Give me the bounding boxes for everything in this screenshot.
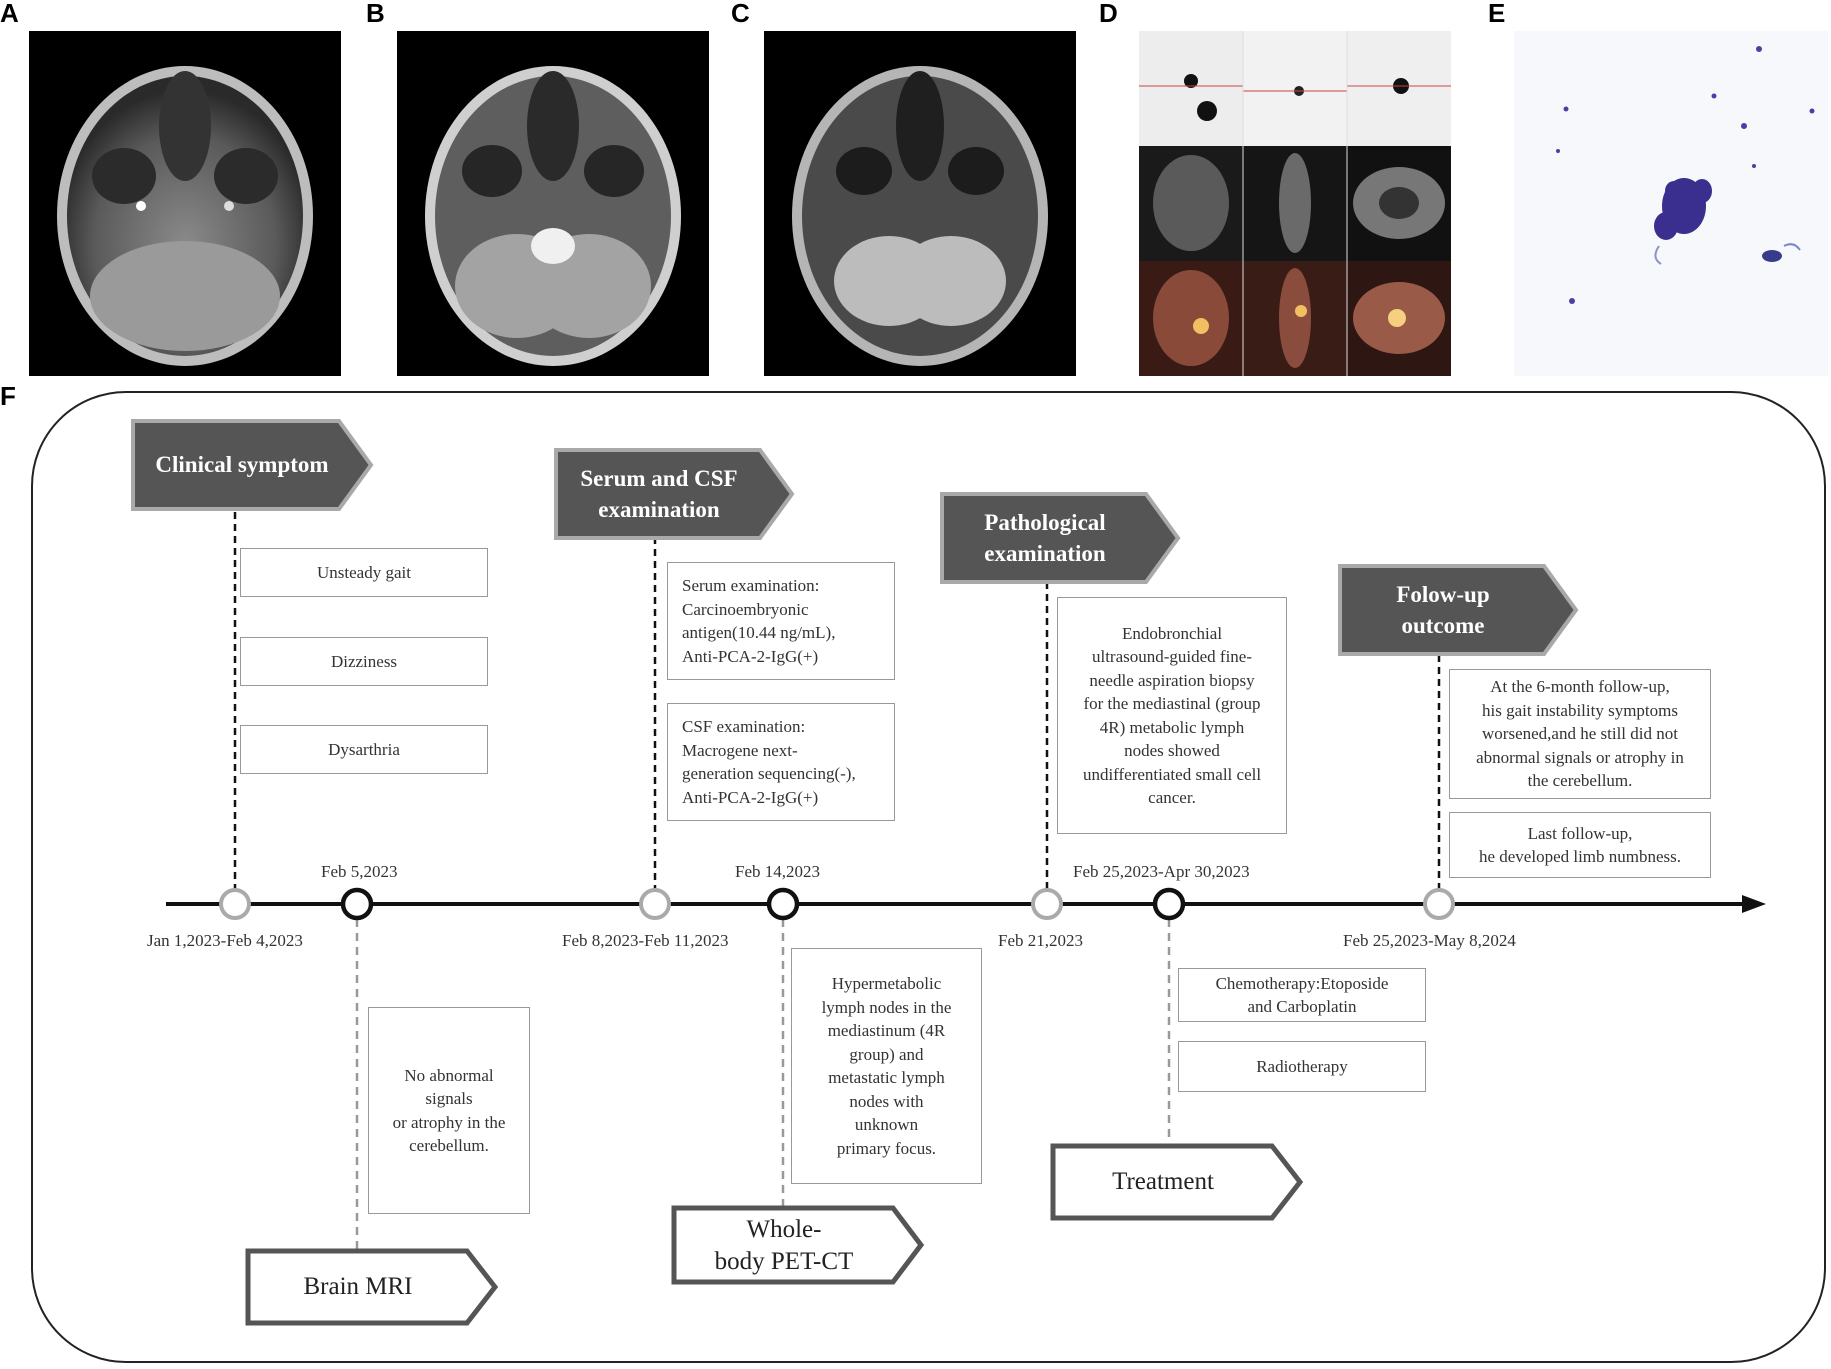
serum-line: Anti-PCA-2-IgG(+)	[682, 646, 819, 666]
date-pet-ct: Feb 14,2023	[735, 862, 820, 881]
banner-pathological-line2: examination	[984, 541, 1106, 566]
mri-result-box: No abnormal signals or atrophy in the ce…	[368, 1007, 530, 1214]
symptom-text: Dysarthria	[328, 739, 400, 759]
chemo-line: and Carboplatin	[1247, 997, 1357, 1016]
pet-line: nodes with	[849, 1091, 924, 1111]
serum-box: Serum examination: Carcinoembryonic anti…	[667, 562, 895, 680]
node-followup	[1423, 888, 1455, 920]
symptom-box-unsteady-gait: Unsteady gait	[240, 548, 488, 597]
panel-letter-d: D	[1099, 0, 1118, 28]
date-pathology: Feb 21,2023	[998, 931, 1083, 950]
followup-box-6month: At the 6-month follow-up, his gait insta…	[1449, 669, 1711, 799]
cytology-image	[1514, 31, 1828, 376]
banner-treatment: Treatment	[1050, 1143, 1304, 1221]
pet-line: metastatic lymph	[828, 1068, 945, 1087]
pathology-line: 4R) metabolic lymph	[1099, 717, 1245, 737]
serum-line: Carcinoembryonic	[682, 599, 809, 619]
csf-line: generation sequencing(-),	[682, 764, 856, 783]
mri-t2-image	[397, 31, 709, 376]
date-serum-csf: Feb 8,2023-Feb 11,2023	[562, 931, 729, 950]
panel-letter-f: F	[0, 381, 16, 411]
node-serum-csf	[639, 888, 671, 920]
followup-line: worsened,and he still did not	[1482, 724, 1678, 744]
date-followup: Feb 25,2023-May 8,2024	[1343, 931, 1516, 950]
radiotherapy-text: Radiotherapy	[1256, 1056, 1348, 1076]
timeline-frame	[31, 391, 1826, 1363]
followup-line: abnormal signals or atrophy in	[1476, 747, 1684, 767]
banner-pathological: Pathological examination	[940, 492, 1182, 584]
mri-line: No abnormal	[404, 1065, 494, 1085]
csf-line: Anti-PCA-2-IgG(+)	[682, 787, 819, 807]
symptom-text: Dizziness	[330, 651, 398, 671]
pathology-line: for the mediastinal (group	[1083, 694, 1261, 713]
pathology-line: needle aspiration biopsy	[1089, 670, 1255, 690]
banner-brain-mri-text: Brain MRI	[303, 1273, 413, 1300]
pet-line: mediastinum (4R	[827, 1021, 946, 1040]
pet-line: group) and	[849, 1044, 924, 1064]
pet-line: Hypermetabolic	[831, 974, 942, 993]
pathology-line: Endobronchial	[1121, 623, 1223, 643]
banner-pet-ct-line2: body PET-CT	[714, 1248, 854, 1275]
serum-line: antigen(10.44 ng/mL),	[682, 623, 836, 642]
node-pathology	[1031, 888, 1063, 920]
banner-followup: Folow-up outcome	[1338, 564, 1580, 656]
timeline-arrowhead	[1742, 895, 1766, 913]
chemotherapy-box: Chemotherapy:Etoposide and Carboplatin	[1178, 968, 1426, 1022]
radiotherapy-box: Radiotherapy	[1178, 1041, 1426, 1092]
csf-line: CSF examination:	[682, 717, 806, 736]
followup-line: his gait instability symptoms	[1482, 700, 1678, 720]
csf-line: Macrogene next-	[682, 740, 798, 760]
serum-line: Serum examination:	[682, 576, 820, 595]
pathology-line: cancer.	[1148, 788, 1196, 807]
mri-t1-image	[29, 31, 341, 376]
panel-letter-a: A	[0, 0, 19, 28]
mri-line: cerebellum.	[409, 1136, 489, 1155]
banner-serum-csf-line1: Serum and CSF	[580, 466, 738, 491]
node-pet-ct	[766, 887, 800, 921]
node-symptom	[219, 888, 251, 920]
mri-line: or atrophy in the	[392, 1112, 506, 1132]
banner-followup-line2: outcome	[1401, 613, 1485, 638]
banner-brain-mri: Brain MRI	[245, 1248, 499, 1326]
banner-treatment-text: Treatment	[1112, 1168, 1214, 1195]
pet-line: primary focus.	[836, 1138, 937, 1158]
pathology-line: ultrasound-guided fine-	[1091, 647, 1253, 666]
banner-followup-line1: Folow-up	[1396, 582, 1490, 607]
panel-letter-b: B	[366, 0, 385, 28]
mri-line: signals	[425, 1089, 473, 1108]
symptom-box-dysarthria: Dysarthria	[240, 725, 488, 774]
node-mri	[340, 887, 374, 921]
pathology-box: Endobronchial ultrasound-guided fine- ne…	[1057, 597, 1287, 834]
panel-letter-e: E	[1488, 0, 1506, 28]
date-symptom: Jan 1,2023-Feb 4,2023	[147, 931, 303, 950]
followup-line: he developed limb numbness.	[1478, 847, 1682, 866]
followup-box-last: Last follow-up, he developed limb numbne…	[1449, 812, 1711, 878]
pet-line: lymph nodes in the	[821, 997, 952, 1017]
pet-ct-image	[1139, 31, 1451, 376]
followup-line: At the 6-month follow-up,	[1490, 677, 1670, 697]
pathology-line: undifferentiated small cell	[1082, 764, 1262, 784]
banner-pet-ct: Whole- body PET-CT	[671, 1205, 925, 1285]
pet-line: unknown	[854, 1115, 919, 1134]
csf-box: CSF examination: Macrogene next- generat…	[667, 703, 895, 821]
banner-clinical-symptom: Clinical symptom	[131, 419, 375, 511]
banner-serum-csf: Serum and CSF examination	[554, 448, 796, 540]
date-treatment: Feb 25,2023-Apr 30,2023	[1073, 862, 1250, 881]
banner-pathological-line1: Pathological	[984, 510, 1106, 535]
followup-line: Last follow-up,	[1527, 823, 1633, 843]
date-mri: Feb 5,2023	[321, 862, 398, 881]
followup-line: the cerebellum.	[1527, 771, 1633, 791]
panel-letter-c: C	[731, 0, 750, 28]
banner-clinical-symptom-text: Clinical symptom	[155, 452, 329, 477]
symptom-box-dizziness: Dizziness	[240, 637, 488, 686]
banner-serum-csf-line2: examination	[598, 497, 720, 522]
banner-pet-ct-line1: Whole-	[746, 1216, 822, 1243]
symptom-text: Unsteady gait	[317, 562, 411, 582]
chemo-line: Chemotherapy:Etoposide	[1215, 973, 1389, 993]
pathology-line: nodes showed	[1124, 741, 1220, 760]
mri-flair-image	[764, 31, 1076, 376]
pet-result-box: Hypermetabolic lymph nodes in the medias…	[791, 948, 982, 1184]
node-treatment	[1152, 887, 1186, 921]
